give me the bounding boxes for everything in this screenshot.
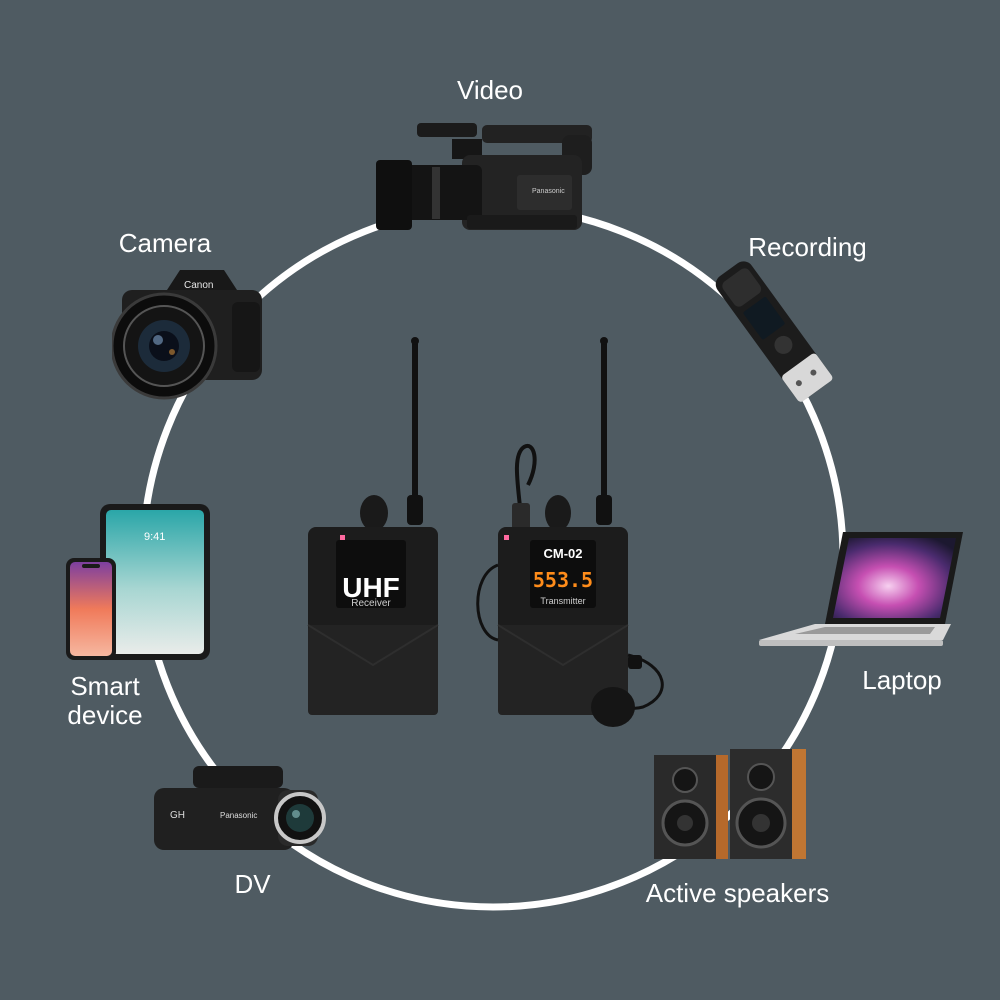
smart-devices-icon: 9:41: [66, 504, 210, 660]
transmitter-icon: [476, 337, 664, 727]
video-label: Video: [456, 75, 524, 105]
tablet-clock-icon: 9:41: [144, 531, 165, 543]
video-camcorder-icon: Panasonic: [376, 123, 592, 230]
laptop-label: Laptop: [862, 665, 942, 695]
voice-recorder-icon: [715, 261, 833, 402]
smart-device-label: Smart device: [67, 671, 143, 730]
receiver-caption: Receiver: [351, 598, 391, 609]
recording-label: Recording: [748, 232, 867, 262]
dslr-camera-icon: Canon: [112, 270, 262, 400]
active-speakers-icon: [654, 749, 806, 859]
receiver-brand: UHF: [342, 572, 400, 603]
dv-camcorder-icon: GH Panasonic: [154, 766, 326, 850]
svg-text:GH: GH: [170, 810, 185, 821]
dv-label: DV: [234, 869, 271, 899]
uhf-receiver-icon: [307, 337, 439, 715]
transmitter-frequency-display: 553.5: [532, 568, 594, 592]
camera-label: Camera: [118, 228, 212, 258]
transmitter-caption: Transmitter: [540, 596, 586, 606]
camera-brand: Canon: [184, 280, 213, 291]
transmitter-model: CM-02: [543, 546, 583, 561]
dv-brand: Panasonic: [220, 811, 257, 820]
active-speakers-label: Active speakers: [645, 878, 830, 908]
video-cam-brand: Panasonic: [532, 188, 565, 195]
laptop-icon: [759, 532, 963, 646]
